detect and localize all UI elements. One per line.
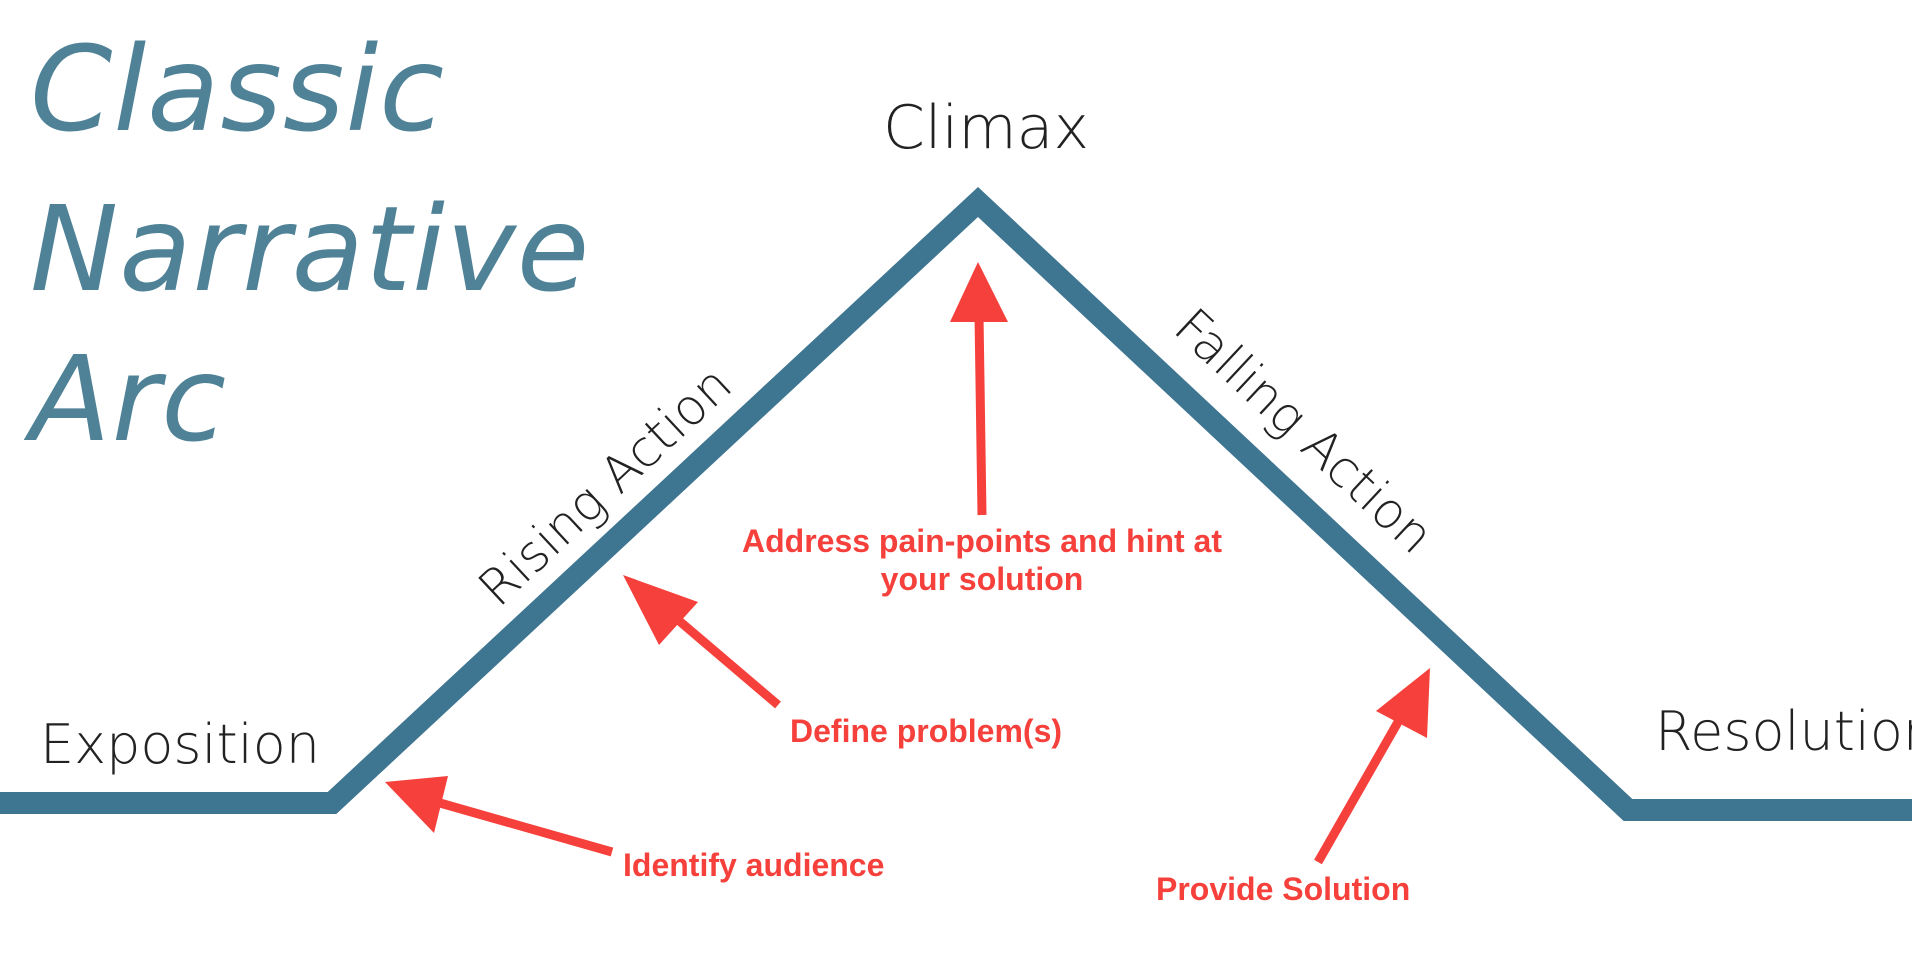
annotation-address-pain-points-line-1: Address pain-points and hint at <box>741 523 1222 559</box>
diagram-title-line-2: Narrative <box>30 180 591 318</box>
annotation-address-pain-points-line-2: your solution <box>880 561 1084 598</box>
phase-climax: Climax <box>883 93 1089 163</box>
arrow-provide-solution <box>1314 668 1430 865</box>
arrow-address-pain-points <box>950 262 1008 516</box>
annotation-provide-solution: Provide Solution <box>1156 871 1411 907</box>
annotation-define-problems: Define problem(s) <box>790 713 1063 749</box>
annotation-address-pain-points: Address pain-points and hint at your sol… <box>727 522 1237 599</box>
annotation-identify-audience: Identify audience <box>623 847 885 883</box>
phase-exposition: Exposition <box>40 713 320 776</box>
phase-resolution: Resolution <box>1655 700 1912 763</box>
diagram-title-line-1: Classic <box>30 20 446 158</box>
narrative-arc-line <box>0 186 1912 821</box>
arrow-define-problems <box>623 575 781 709</box>
diagram-title-line-3: Arc <box>30 330 228 468</box>
arrow-identify-audience <box>385 776 614 857</box>
